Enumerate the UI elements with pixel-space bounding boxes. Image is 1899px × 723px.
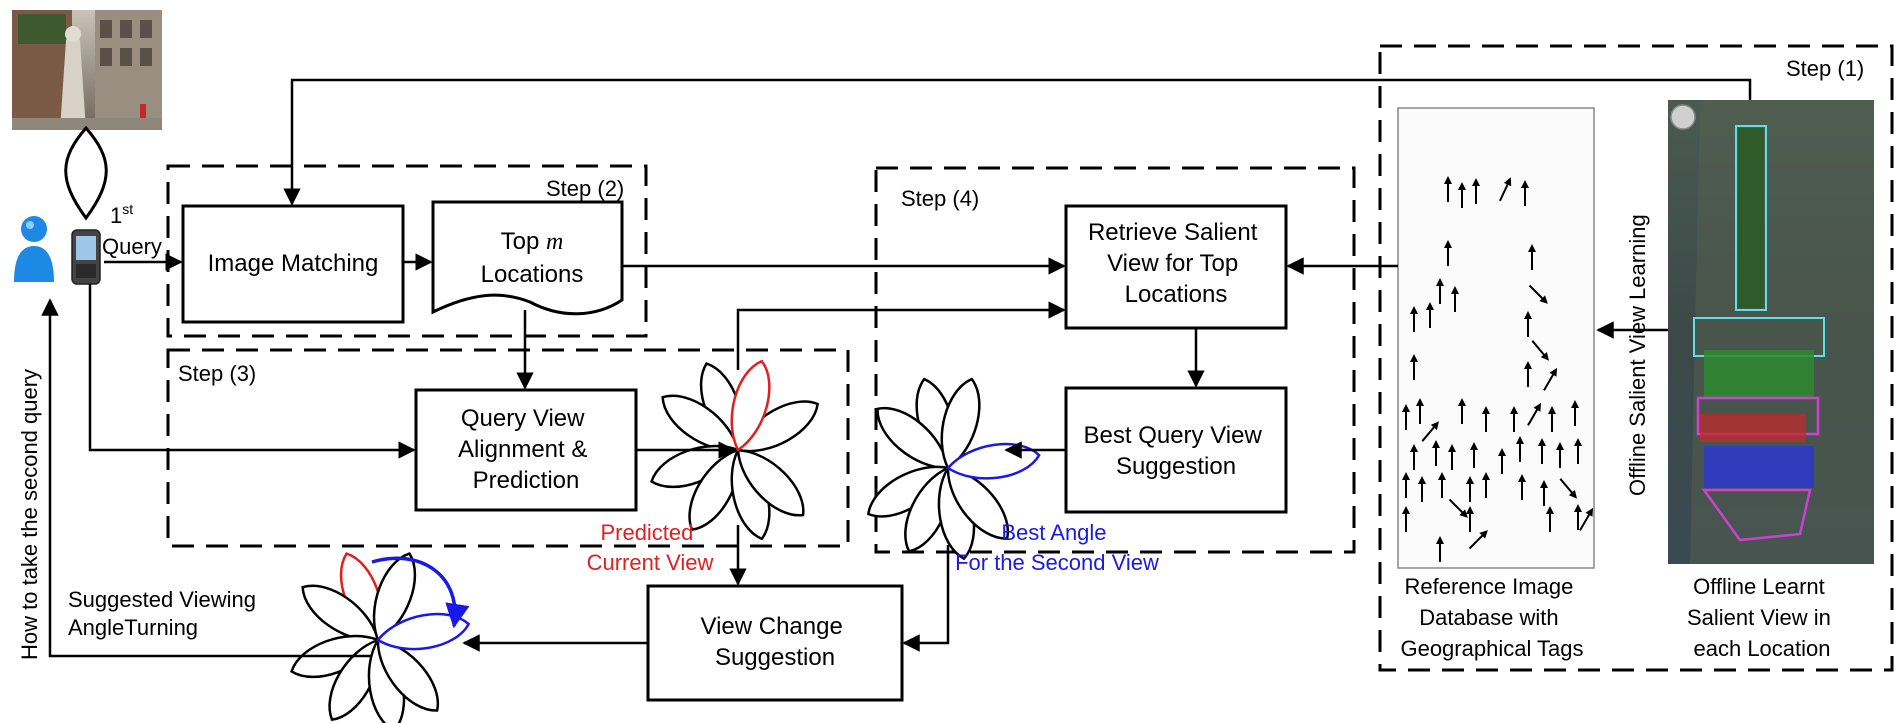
prediction-to-retrieve-arrow [736, 301, 1066, 370]
top-locations-line2: Locations [481, 261, 584, 288]
query-ordinal: 1st [110, 201, 133, 228]
retrieve-salient-box [1064, 204, 1288, 330]
top-locations-doc [431, 200, 624, 316]
step1-region [1378, 44, 1894, 672]
step4-region [874, 166, 1356, 554]
query-view-label: Query View Alignment & Prediction [458, 405, 594, 494]
suggested-angle-label: Suggested Viewing AngleTurning [68, 587, 262, 640]
turn-arrow [371, 556, 470, 629]
view-cone-icon [64, 125, 108, 221]
step2-label: Step (2) [546, 176, 624, 201]
step1-label: Step (1) [1786, 56, 1864, 81]
best-angle-label: Best Angle For the Second View [955, 520, 1159, 575]
image-matching-box [181, 204, 405, 324]
offline-learning-label: Offline Salient View Learning [1625, 214, 1650, 496]
top-locations-line1: Top m [501, 228, 564, 255]
step2-region [166, 164, 648, 338]
step3-region [166, 348, 850, 548]
suggested-turn-flower [284, 546, 473, 723]
view-change-label: View Change Suggestion [701, 613, 850, 671]
best-query-view-label: Best Query View Suggestion [1084, 422, 1269, 480]
query-to-alignment-arrow [88, 284, 416, 459]
view-change-box [646, 584, 904, 702]
phone-icon [71, 229, 101, 285]
suggested-to-user-arrow [41, 298, 372, 658]
predicted-view-label: Predicted Current View [587, 520, 714, 575]
salient-view-map [1668, 100, 1874, 564]
bestangle-to-change-arrow [902, 545, 950, 652]
offline-learnt-caption: Offline Learnt Salient View in each Loca… [1687, 574, 1837, 661]
image-matching-label: Image Matching [208, 250, 379, 277]
best-query-view-box [1064, 386, 1288, 514]
query-label: Query [102, 234, 162, 259]
user-icon [14, 216, 54, 282]
step3-label: Step (3) [178, 361, 256, 386]
street-photo [12, 10, 162, 130]
second-query-caption: How to take the second query [17, 369, 42, 660]
reference-db-caption: Reference Image Database with Geographic… [1400, 574, 1583, 661]
retrieve-salient-label: Retrieve Salient View for Top Locations [1088, 219, 1264, 308]
feedback-arrow-top [283, 78, 1752, 206]
reference-db-panel [1397, 107, 1598, 569]
step4-label: Step (4) [901, 186, 979, 211]
